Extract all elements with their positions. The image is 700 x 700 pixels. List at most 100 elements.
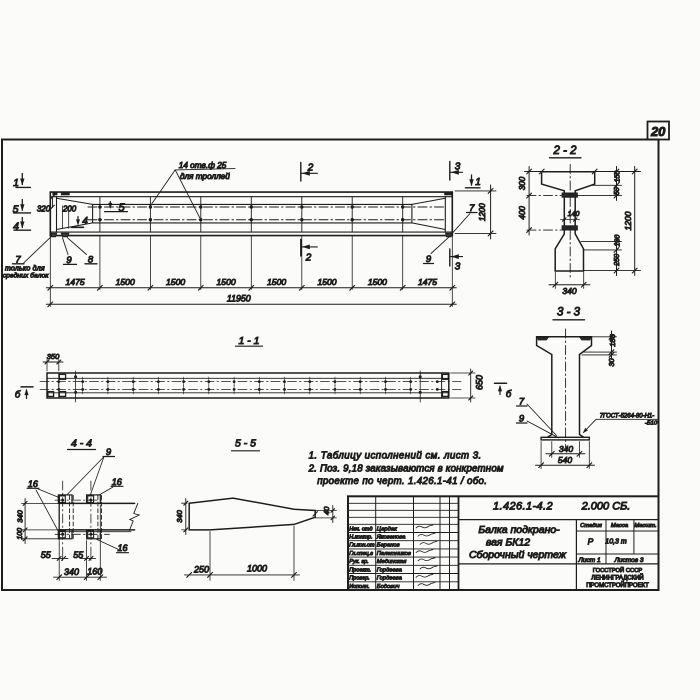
svg-text:340: 340 <box>64 567 79 577</box>
svg-text:Стадия: Стадия <box>580 523 602 529</box>
svg-text:-Б10: -Б10 <box>645 421 658 427</box>
svg-text:9: 9 <box>519 414 525 425</box>
svg-text:Масшт.: Масшт. <box>634 523 656 529</box>
svg-text:1500: 1500 <box>116 277 135 287</box>
svg-text:Гл.спец.в: Гл.спец.в <box>349 551 373 557</box>
svg-text:Балка подкрано-: Балка подкрано- <box>478 524 560 536</box>
svg-text:вая БК12: вая БК12 <box>486 537 530 549</box>
svg-text:Гордеева: Гордеева <box>377 567 403 573</box>
svg-text:55: 55 <box>73 550 84 560</box>
svg-text:1500: 1500 <box>267 277 286 287</box>
svg-text:160: 160 <box>87 566 102 576</box>
svg-text:7: 7 <box>519 397 525 408</box>
svg-text:55: 55 <box>41 550 52 560</box>
svg-text:2 - 2: 2 - 2 <box>552 145 577 157</box>
svg-text:10,3 т: 10,3 т <box>605 539 627 546</box>
svg-text:б: б <box>506 389 512 400</box>
svg-text:4: 4 <box>82 216 88 227</box>
svg-text:1.426.1-4.2: 1.426.1-4.2 <box>493 501 553 513</box>
svg-text:б: б <box>15 390 21 401</box>
svg-text:ПРОМСТРОЙПРОЕКТ: ПРОМСТРОЙПРОЕКТ <box>586 581 649 589</box>
svg-text:средних балок: средних балок <box>3 271 50 279</box>
svg-text:30: 30 <box>607 358 616 367</box>
svg-text:150: 150 <box>615 171 622 183</box>
svg-text:Палатников: Палатников <box>377 551 411 557</box>
svg-text:5 - 5: 5 - 5 <box>235 438 256 450</box>
svg-text:Баранов: Баранов <box>377 543 400 549</box>
svg-text:1475: 1475 <box>66 277 85 287</box>
svg-text:Сборочный чертеж: Сборочный чертеж <box>469 549 567 561</box>
svg-text:650: 650 <box>475 375 485 390</box>
svg-text:40: 40 <box>322 506 331 515</box>
svg-text:Нач. отд: Нач. отд <box>349 526 372 532</box>
svg-text:Лист 1: Лист 1 <box>577 557 601 564</box>
svg-text:16: 16 <box>112 477 122 487</box>
svg-text:3 - 3: 3 - 3 <box>557 307 581 319</box>
svg-text:Р: Р <box>588 537 594 547</box>
svg-text:250: 250 <box>193 564 209 574</box>
svg-text:20: 20 <box>650 124 666 139</box>
svg-text:1200: 1200 <box>623 211 633 230</box>
svg-text:5: 5 <box>118 202 125 214</box>
svg-text:1. Таблицу исполнений см. лис: 1. Таблицу исполнений см. лист 3. <box>309 450 482 461</box>
svg-text:50: 50 <box>614 187 621 195</box>
svg-text:14 отв.ф 25: 14 отв.ф 25 <box>179 161 227 170</box>
svg-text:100: 100 <box>615 235 622 247</box>
svg-text:350: 350 <box>47 352 60 361</box>
svg-text:Н.контр.: Н.контр. <box>349 535 372 541</box>
svg-text:1200: 1200 <box>478 203 487 221</box>
svg-text:3: 3 <box>455 262 461 273</box>
svg-text:7: 7 <box>15 254 21 265</box>
svg-text:3: 3 <box>455 161 461 172</box>
svg-text:200: 200 <box>62 204 77 213</box>
svg-text:Рук. гр.: Рук. гр. <box>349 559 368 565</box>
svg-text:для троллей: для троллей <box>180 172 230 181</box>
svg-text:2: 2 <box>307 162 314 173</box>
svg-text:100: 100 <box>17 528 24 540</box>
svg-text:Мединская: Мединская <box>377 559 407 565</box>
svg-text:Гордеева: Гордеева <box>377 576 403 582</box>
svg-text:9: 9 <box>106 447 112 458</box>
svg-text:11950: 11950 <box>227 293 251 303</box>
svg-text:540: 540 <box>558 455 572 465</box>
svg-text:проекте по черт. 1.426.1-41 /: проекте по черт. 1.426.1-41 / обо. <box>317 476 487 487</box>
svg-text:340: 340 <box>562 286 576 296</box>
svg-text:7: 7 <box>469 203 475 214</box>
svg-text:Цардак: Цардак <box>377 526 397 532</box>
svg-text:1000: 1000 <box>247 563 267 573</box>
svg-text:Масса: Масса <box>611 523 629 529</box>
svg-text:340: 340 <box>15 509 24 522</box>
svg-text:8: 8 <box>88 254 94 265</box>
svg-text:16: 16 <box>28 479 38 489</box>
svg-text:Гл.кон.от: Гл.кон.от <box>349 543 375 549</box>
svg-text:только для: только для <box>5 265 45 273</box>
svg-text:2.000 СБ.: 2.000 СБ. <box>581 501 631 513</box>
svg-text:ГОССТРОЙ СССР: ГОССТРОЙ СССР <box>593 566 643 574</box>
svg-text:Проект.: Проект. <box>349 567 371 573</box>
svg-text:Листов 3: Листов 3 <box>613 557 643 564</box>
svg-text:1500: 1500 <box>217 277 236 287</box>
svg-text:1500: 1500 <box>317 277 336 287</box>
svg-text:300: 300 <box>518 176 527 190</box>
svg-text:340: 340 <box>559 444 573 454</box>
svg-text:Исполн.: Исполн. <box>349 584 369 590</box>
svg-text:1475: 1475 <box>418 277 437 287</box>
svg-text:340: 340 <box>175 509 184 522</box>
svg-text:4 - 4: 4 - 4 <box>71 438 92 450</box>
svg-text:Яковенова: Яковенова <box>376 535 406 541</box>
svg-text:140: 140 <box>568 211 580 218</box>
svg-text:1500: 1500 <box>368 277 387 287</box>
svg-text:7ГОСТ-5264-80-Н1-: 7ГОСТ-5264-80-Н1- <box>600 413 655 419</box>
svg-text:1 - 1: 1 - 1 <box>238 335 259 347</box>
svg-text:4: 4 <box>13 220 19 232</box>
svg-text:250: 250 <box>612 254 621 267</box>
svg-text:1: 1 <box>13 177 19 189</box>
svg-text:1500: 1500 <box>166 277 185 287</box>
svg-text:400: 400 <box>518 206 527 220</box>
svg-text:16: 16 <box>117 543 127 553</box>
svg-text:1: 1 <box>475 177 481 188</box>
svg-text:9: 9 <box>66 255 72 266</box>
svg-text:Бодович: Бодович <box>377 584 400 590</box>
svg-text:Провер.: Провер. <box>349 576 370 582</box>
svg-text:9: 9 <box>426 254 432 265</box>
